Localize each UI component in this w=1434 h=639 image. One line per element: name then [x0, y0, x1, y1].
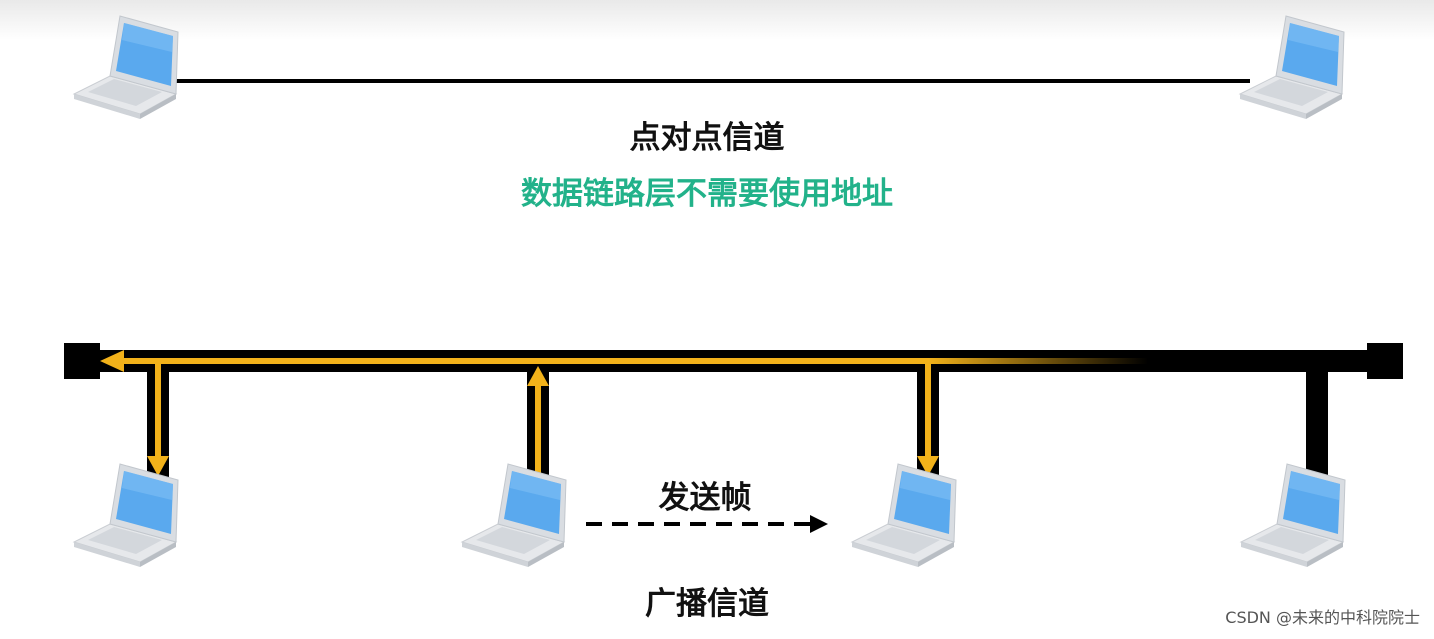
- laptop-icon: [73, 463, 179, 568]
- p2p-channel-title: 点对点信道: [629, 120, 785, 156]
- arrow-left-icon: [100, 350, 124, 372]
- arrow-down-icon: [147, 456, 169, 476]
- broadcast-channel-title: 广播信道: [645, 586, 769, 622]
- dashed-arrow-right-icon: [586, 515, 828, 533]
- laptop-icon: [851, 463, 957, 568]
- laptop-icon: [1240, 463, 1346, 568]
- arrow-up-icon: [527, 366, 549, 386]
- arrow-down-icon: [917, 456, 939, 476]
- p2p-channel-subtitle: 数据链路层不需要使用地址: [521, 176, 893, 212]
- signal-path: [100, 350, 1148, 480]
- broadcast-bus: [64, 343, 1403, 484]
- send-frame-label: 发送帧: [658, 480, 752, 516]
- watermark: CSDN @未来的中科院院士: [1225, 608, 1420, 627]
- laptop-icon: [461, 463, 567, 568]
